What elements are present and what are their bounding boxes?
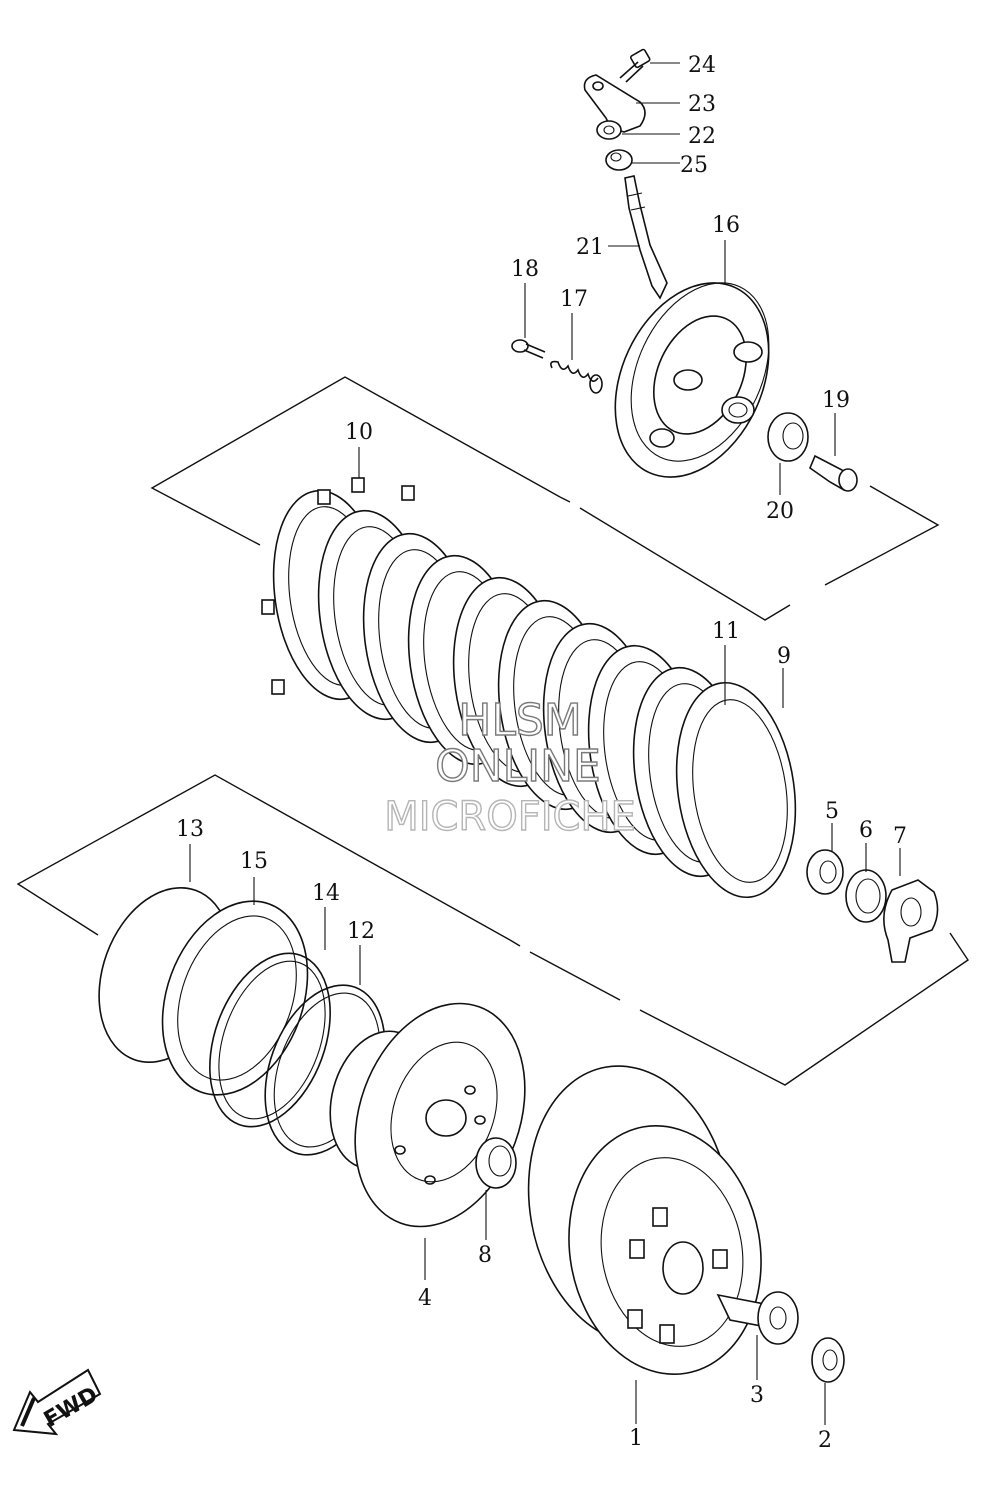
callout-7: 7 bbox=[893, 824, 907, 849]
watermark-line-2: ONLINE bbox=[435, 741, 601, 792]
callout-5: 5 bbox=[825, 799, 839, 824]
callout-8: 8 bbox=[478, 1243, 492, 1268]
callout-17: 17 bbox=[560, 287, 588, 312]
callout-10: 10 bbox=[345, 420, 373, 445]
watermark-line-3: MICROFICHE bbox=[384, 794, 636, 840]
callout-16: 16 bbox=[712, 213, 740, 238]
callout-6: 6 bbox=[859, 818, 873, 843]
part-4-clutch-hub bbox=[329, 1002, 526, 1228]
part-2-washer bbox=[811, 1337, 845, 1383]
callout-20: 20 bbox=[766, 499, 794, 524]
watermark-line-1: HLSM bbox=[458, 695, 582, 746]
part-6-washer bbox=[845, 869, 887, 923]
fwd-direction-marker: FWD bbox=[12, 1368, 102, 1436]
part-5-nut bbox=[806, 849, 844, 895]
callout-18: 18 bbox=[511, 257, 539, 282]
callout-9: 9 bbox=[777, 644, 791, 669]
callout-2: 2 bbox=[818, 1428, 832, 1453]
callout-21: 21 bbox=[576, 235, 604, 260]
callout-13: 13 bbox=[176, 817, 204, 842]
part-1-clutch-housing bbox=[527, 1065, 762, 1376]
part-16-pressure-plate bbox=[614, 282, 770, 478]
part-18-bolt bbox=[511, 339, 546, 359]
callout-labels: 24 23 22 25 21 16 18 17 19 20 10 11 9 5 … bbox=[176, 53, 907, 1453]
part-20-bearing bbox=[767, 412, 809, 462]
arrow-forward-icon bbox=[12, 1368, 102, 1436]
upper-group-frame bbox=[150, 376, 940, 621]
part-3-sleeve bbox=[716, 1291, 799, 1345]
lower-group-frame bbox=[16, 774, 969, 1086]
callout-11: 11 bbox=[712, 619, 740, 644]
part-14-ring bbox=[209, 952, 331, 1128]
part-22-nut bbox=[596, 120, 622, 140]
callout-12: 12 bbox=[347, 919, 375, 944]
callout-24: 24 bbox=[688, 53, 716, 78]
leader-lines bbox=[189, 62, 901, 1425]
callout-14: 14 bbox=[312, 881, 340, 906]
part-19-pin bbox=[809, 454, 858, 492]
callout-3: 3 bbox=[750, 1383, 764, 1408]
part-7-lock-washer bbox=[883, 879, 939, 963]
part-21-push-rod bbox=[624, 175, 668, 300]
part-17-spring bbox=[550, 360, 603, 394]
part-25-cap bbox=[605, 149, 633, 171]
watermark: HLSM ONLINE MICROFICHE bbox=[383, 694, 636, 840]
plate-stack bbox=[261, 477, 797, 899]
part-8-washer bbox=[475, 1137, 517, 1189]
part-24-bolt bbox=[619, 48, 651, 83]
callout-22: 22 bbox=[688, 124, 716, 149]
callout-23: 23 bbox=[688, 92, 716, 117]
callout-19: 19 bbox=[822, 388, 850, 413]
callout-4: 4 bbox=[418, 1286, 432, 1311]
callout-1: 1 bbox=[629, 1426, 643, 1451]
callout-15: 15 bbox=[240, 849, 268, 874]
callout-25: 25 bbox=[680, 153, 708, 178]
